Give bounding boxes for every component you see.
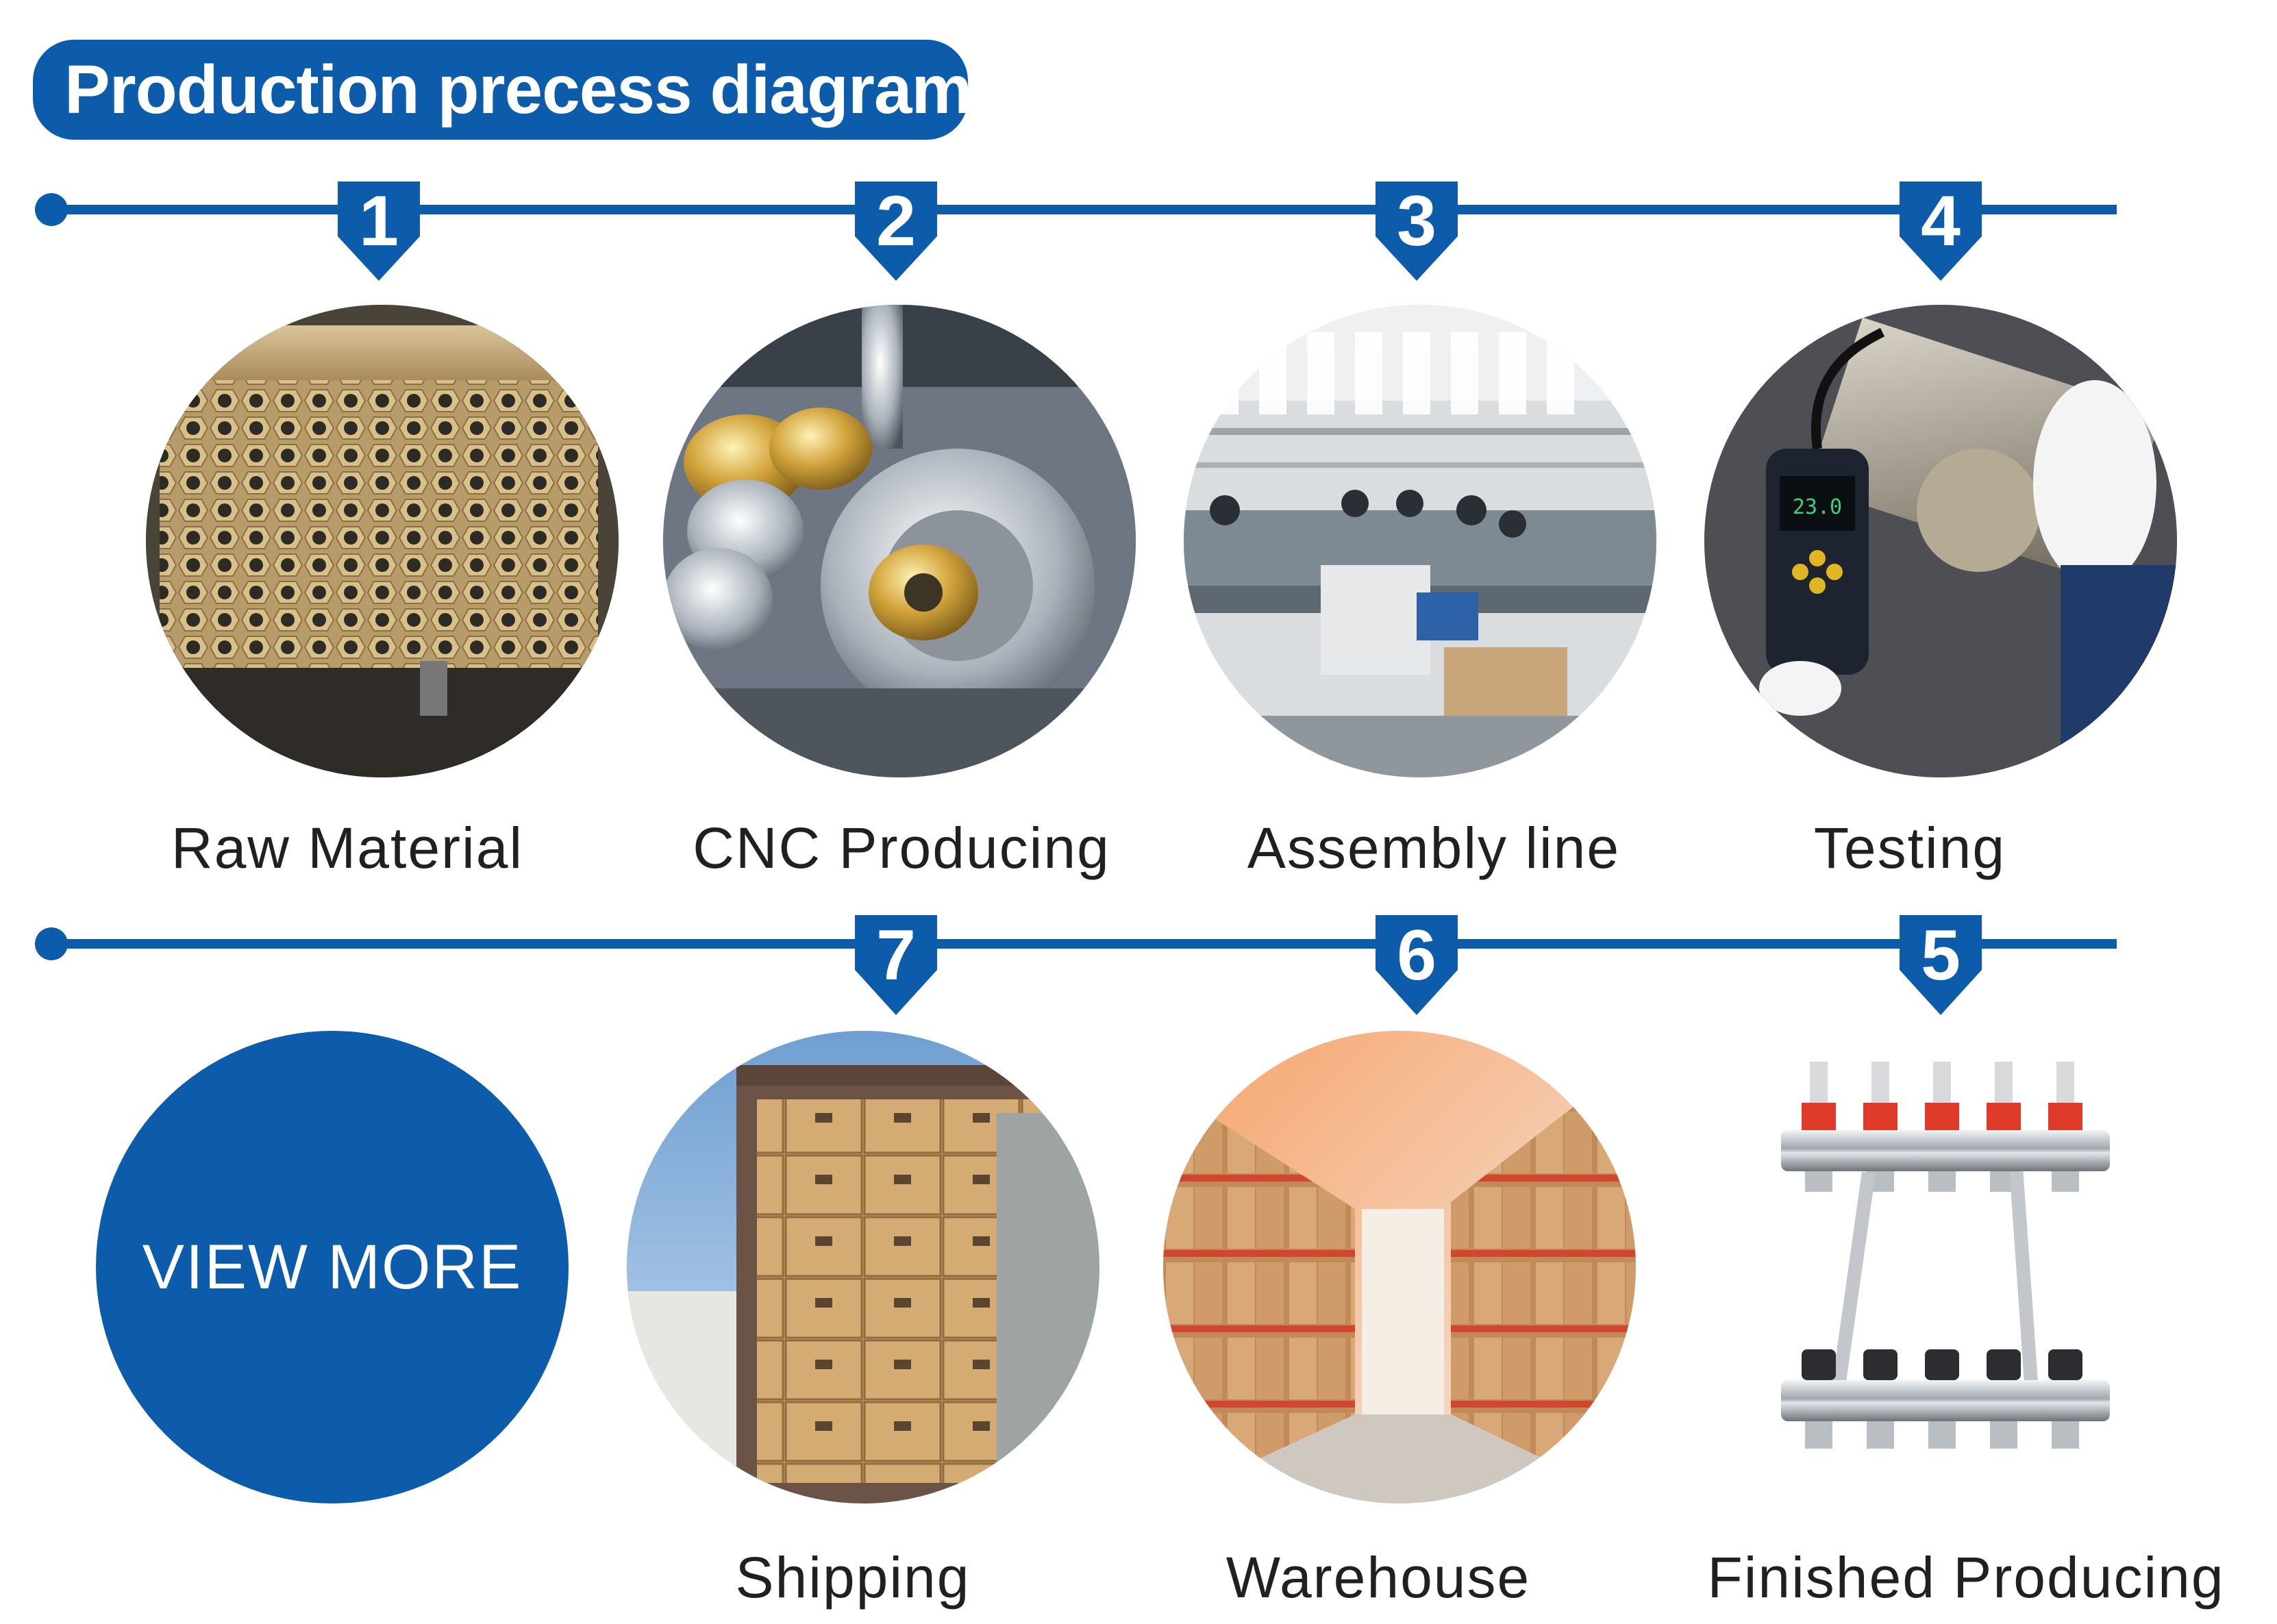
- step-marker-5: 5: [1900, 915, 1982, 1015]
- title-banner: Production precess diagram: [33, 40, 972, 140]
- step-label-shipping: Shipping: [735, 1545, 971, 1610]
- step-label-raw-material: Raw Material: [171, 816, 524, 880]
- step-number: 4: [1921, 182, 1961, 261]
- timeline-row-2: [35, 927, 2117, 960]
- finished-manifold-image: [1781, 1062, 2110, 1449]
- step-marker-4: 4: [1900, 182, 1982, 281]
- step-number: 7: [876, 916, 916, 995]
- step-label-finished-producing: Finished Producing: [1707, 1545, 2225, 1610]
- svg-text:23.0: 23.0: [1793, 495, 1842, 519]
- assembly-line-photo: [1184, 305, 1656, 777]
- step-marker-1: 1: [338, 182, 420, 281]
- warehouse-photo: [1163, 1031, 1636, 1503]
- step-label-assembly-line: Assembly line: [1247, 816, 1621, 880]
- step-label-cnc-producing: CNC Producing: [693, 816, 1110, 880]
- raw-material-photo: [146, 305, 619, 777]
- shipping-photo: [627, 1031, 1099, 1503]
- step-number: 5: [1921, 916, 1961, 995]
- cnc-producing-photo: [663, 305, 1136, 777]
- timeline-start-dot: [35, 193, 68, 226]
- step-label-testing: Testing: [1813, 816, 2006, 880]
- step-number: 6: [1397, 916, 1436, 995]
- step-marker-6: 6: [1376, 915, 1458, 1015]
- view-more-label: VIEW MORE: [142, 1232, 523, 1302]
- timeline-start-dot: [35, 927, 68, 960]
- step-marker-3: 3: [1376, 182, 1458, 281]
- page-title: Production precess diagram: [64, 51, 972, 128]
- testing-photo: 23.0: [1704, 305, 2177, 777]
- view-more-button[interactable]: VIEW MORE: [96, 1031, 569, 1503]
- step-label-warehouse: Warehouse: [1225, 1545, 1531, 1610]
- step-number: 1: [359, 182, 399, 261]
- step-number: 2: [876, 182, 916, 261]
- step-marker-2: 2: [855, 182, 937, 281]
- step-marker-7: 7: [855, 915, 937, 1015]
- step-number: 3: [1397, 182, 1436, 261]
